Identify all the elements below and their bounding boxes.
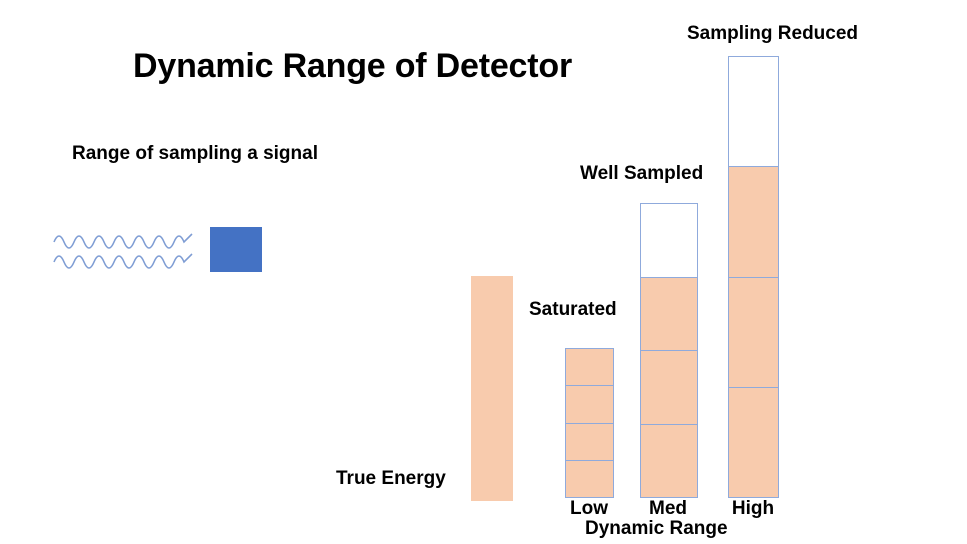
bar-high-segment-2: [728, 166, 779, 278]
axis-tick-med: Med: [649, 498, 687, 519]
bar-med-segment-3: [640, 350, 698, 425]
sine-wave-icon: [53, 233, 193, 269]
axis-tick-low: Low: [570, 498, 608, 519]
bar-low: [565, 348, 614, 498]
bar-med-segment-4: [640, 423, 698, 498]
bar-high-segment-4: [728, 386, 779, 498]
axis-tick-high: High: [731, 498, 775, 519]
bar-low-segment-2: [565, 385, 614, 424]
annotation-well-sampled: Well Sampled: [580, 163, 704, 184]
annotation-saturated: Saturated: [529, 299, 617, 320]
subtitle-text: Range of sampling a signal: [72, 143, 318, 164]
bar-med-segment-1: [640, 203, 698, 278]
annotation-true-energy: True Energy: [336, 468, 446, 489]
bar-low-segment-4: [565, 459, 614, 498]
bar-med-segment-2: [640, 276, 698, 351]
bar-high-segment-3: [728, 276, 779, 388]
bar-low-segment-3: [565, 422, 614, 461]
bar-high-segment-1: [728, 56, 779, 168]
bar-high: [728, 56, 779, 498]
annotation-sampling-reduced: Sampling Reduced: [687, 23, 859, 44]
axis-title: Dynamic Range: [585, 518, 728, 539]
detector-square: [210, 227, 262, 272]
signal-illustration: [52, 222, 267, 280]
bar-low-segment-1: [565, 348, 614, 387]
page-title: Dynamic Range of Detector: [133, 47, 572, 85]
bar-med: [640, 203, 698, 498]
bar-true-energy: [471, 276, 513, 501]
